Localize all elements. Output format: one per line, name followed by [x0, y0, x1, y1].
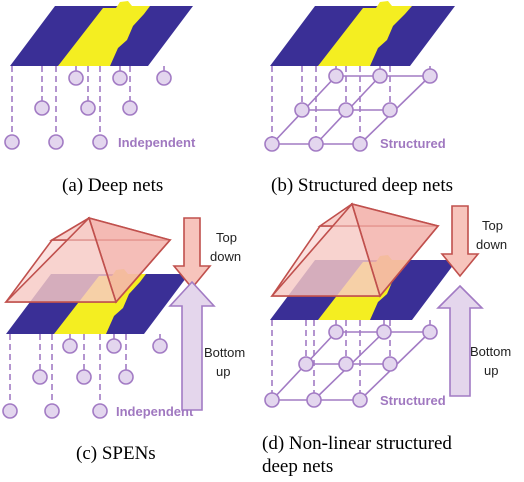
panel-c-label: Independent [116, 404, 194, 419]
dashed-lines [11, 66, 165, 136]
foreground-shape [318, 1, 412, 66]
panel-c: Independent Top down Bottom up [2, 216, 245, 419]
panel-b: Structured [264, 1, 455, 152]
output-nodes [2, 338, 168, 419]
top-down-label-line2: down [476, 237, 507, 252]
caption-d-line2: deep nets [262, 456, 333, 477]
caption-b: (b) Structured deep nets [271, 175, 453, 196]
panel-a: Independent [4, 1, 196, 150]
panel-d: Structured Top down Bottom up [264, 202, 511, 408]
caption-c: (c) SPENs [76, 443, 156, 464]
panel-b-label: Structured [380, 136, 446, 151]
bottom-up-arrow [168, 280, 216, 411]
output-nodes [4, 70, 172, 150]
bottom-up-label-line1: Bottom [470, 344, 511, 359]
top-down-label-line1: Top [216, 230, 237, 245]
dashed-lines [271, 66, 431, 138]
pyramid-front [4, 216, 118, 303]
output-nodes [264, 68, 438, 152]
dashed-lines [9, 334, 161, 405]
top-down-label-line1: Top [482, 218, 503, 233]
top-down-arrow [440, 205, 480, 278]
caption-a: (a) Deep nets [62, 175, 163, 196]
output-nodes [264, 324, 438, 408]
dashed-lines [271, 320, 431, 394]
panel-a-label: Independent [118, 135, 196, 150]
bottom-up-label-line2: up [216, 364, 230, 379]
pyramid-front [270, 202, 382, 297]
top-down-label-line2: down [210, 249, 241, 264]
bottom-up-label-line2: up [484, 363, 498, 378]
caption-d-line1: (d) Non-linear structured [262, 433, 452, 454]
bottom-up-label-line1: Bottom [204, 345, 245, 360]
top-down-arrow [172, 217, 212, 290]
foreground-shape [58, 1, 150, 66]
bottom-up-arrow [436, 284, 484, 397]
panel-d-label: Structured [380, 393, 446, 408]
